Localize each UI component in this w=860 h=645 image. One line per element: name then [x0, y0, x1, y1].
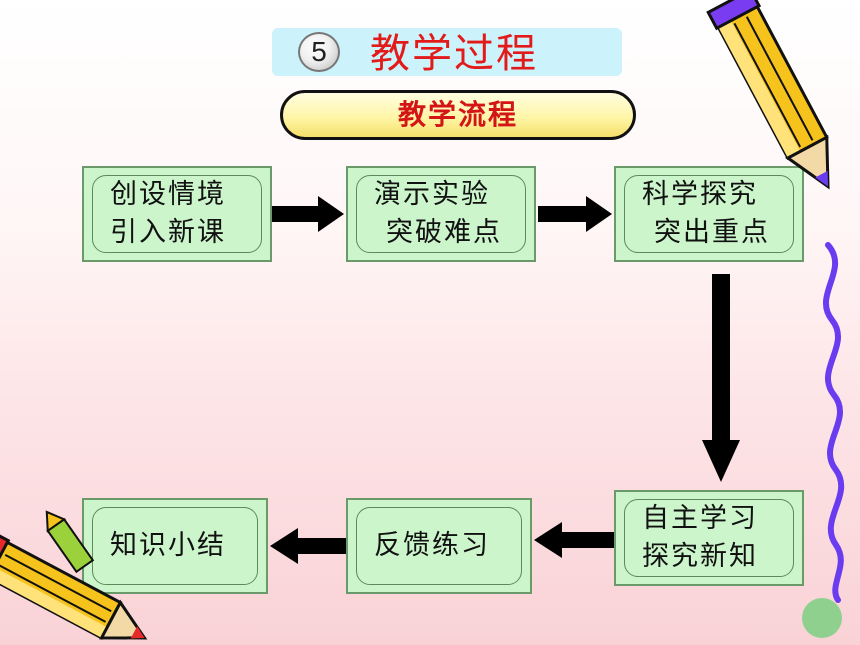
flow-node-1-line2: 引入新课 [110, 217, 226, 248]
flow-node-4: 自主学习 探究新知 [614, 490, 804, 586]
page-title: 教学过程 [370, 31, 538, 77]
flow-node-4-line1: 自主学习 [642, 503, 758, 534]
flow-node-6-line1: 知识小结 [110, 530, 226, 561]
flow-node-3-line1: 科学探究 [642, 179, 758, 210]
flow-node-2: 演示实验 突破难点 [346, 166, 536, 262]
flow-node-2-line2: 突破难点 [386, 217, 502, 248]
pencil-icon [0, 529, 148, 640]
section-number-badge: 5 [298, 32, 340, 72]
arrow-down [702, 274, 740, 482]
arrow-right-1 [272, 196, 344, 232]
pencil-icon [706, 0, 830, 190]
flow-node-1-line1: 创设情境 [110, 179, 226, 210]
flow-node-6: 知识小结 [82, 498, 268, 594]
flow-node-3-line2: 突出重点 [654, 217, 770, 248]
squiggle-line [823, 242, 845, 603]
crayon-icon [45, 510, 95, 574]
arrow-right-2 [538, 196, 612, 232]
arrow-left-1 [534, 522, 614, 558]
arrow-left-2 [270, 528, 346, 564]
flow-node-5: 反馈练习 [346, 498, 532, 594]
flow-node-5-line1: 反馈练习 [374, 530, 490, 561]
flow-node-2-line1: 演示实验 [374, 179, 490, 210]
flow-node-3: 科学探究 突出重点 [614, 166, 804, 262]
flow-node-1: 创设情境 引入新课 [82, 166, 272, 262]
green-dot [802, 598, 842, 638]
subtitle-pill: 教学流程 [280, 90, 636, 140]
flow-node-4-line2: 探究新知 [642, 541, 758, 572]
